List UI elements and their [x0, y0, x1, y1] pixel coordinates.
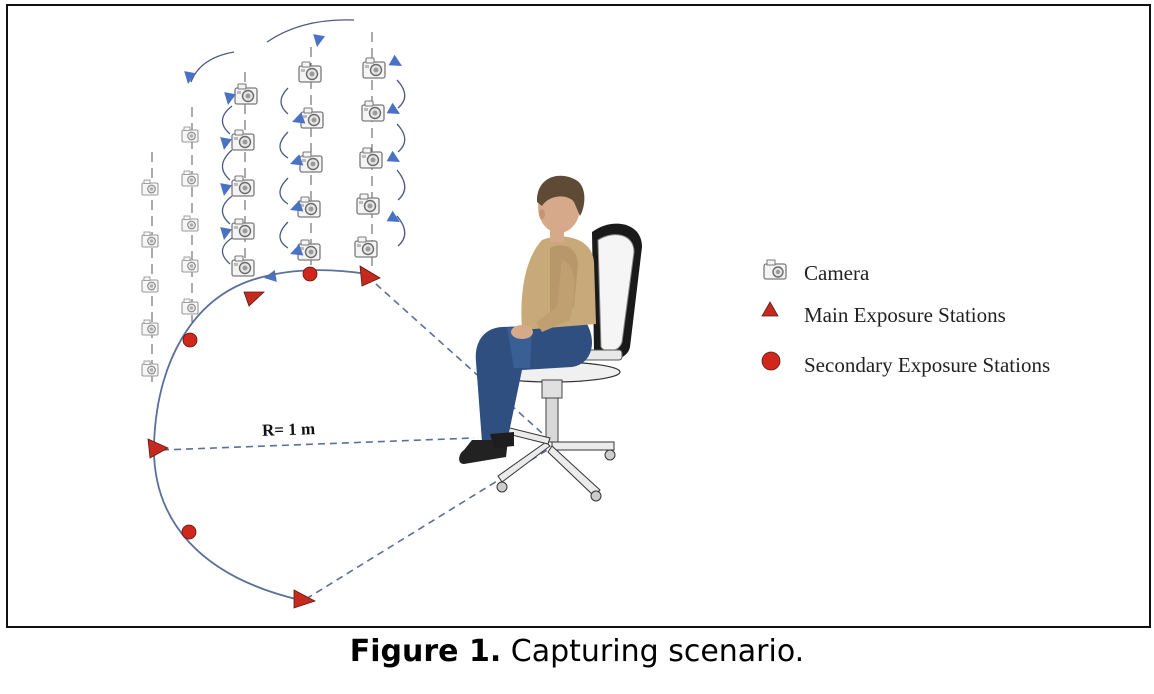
camera-column-2	[181, 126, 199, 315]
legend-label-secondary-exposure: Secondary Exposure Stations	[804, 352, 1051, 377]
main-exposure-station-marker	[293, 589, 317, 609]
figure-caption: Figure 1. Capturing scenario.	[0, 634, 1154, 669]
figure-caption-text: Capturing scenario.	[501, 634, 805, 669]
camera-column-1	[141, 179, 159, 377]
camera-icon	[760, 259, 794, 287]
capturing-scenario-diagram	[141, 19, 642, 609]
legend-label-main-exposure: Main Exposure Stations	[804, 302, 1006, 327]
triangle-marker-icon	[760, 301, 794, 329]
radius-label: R= 1 m	[261, 419, 316, 440]
camera-column-lines	[151, 32, 373, 382]
rotation-arcs	[190, 19, 406, 265]
secondary-exposure-stations	[181, 266, 318, 540]
main-exposure-station-marker	[147, 438, 169, 459]
circle-marker-icon	[760, 351, 794, 379]
main-exposure-stations	[147, 265, 381, 609]
figure-frame: Camera Main Exposure Stations Secondary …	[6, 4, 1151, 628]
figure-number: Figure 1.	[349, 634, 502, 669]
legend: Camera Main Exposure Stations Secondary …	[760, 258, 1120, 388]
main-exposure-station-marker	[359, 265, 381, 287]
capture-path-arc	[153, 269, 368, 601]
legend-item-camera: Camera	[760, 258, 869, 288]
seated-person-illustration	[459, 175, 596, 464]
secondary-exposure-station-marker	[302, 266, 318, 282]
legend-item-main-exposure: Main Exposure Stations	[760, 300, 1006, 330]
camera-column-5	[354, 57, 386, 258]
main-exposure-station-marker	[243, 291, 266, 307]
legend-item-secondary-exposure: Secondary Exposure Stations	[760, 350, 1050, 380]
secondary-exposure-station-marker	[181, 524, 197, 540]
legend-label-camera: Camera	[804, 260, 870, 285]
secondary-exposure-station-marker	[182, 332, 198, 348]
